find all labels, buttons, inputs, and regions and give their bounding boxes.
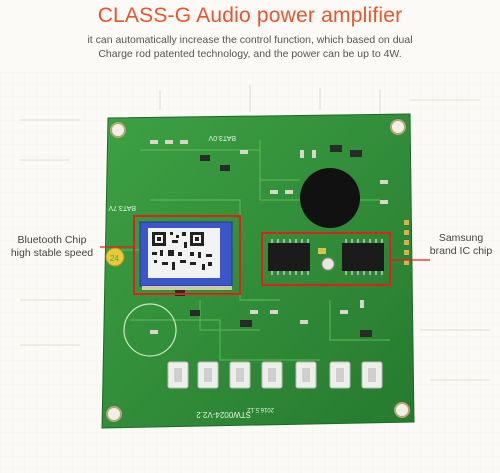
samsung-highlight-box <box>261 232 391 286</box>
bluetooth-callout-line-2: high stable speed <box>10 247 94 259</box>
samsung-callout-line-2: brand IC chip <box>429 245 493 257</box>
page-title: CLASS-G Audio power amplifier <box>97 4 403 27</box>
pcb-photo: 24 <box>0 70 500 473</box>
bluetooth-highlight-box <box>133 215 241 295</box>
description-line-2: Charge rod patented technology, and the … <box>98 48 402 60</box>
bluetooth-module <box>139 221 233 290</box>
board-model: STW0024-V2.2 <box>196 410 251 419</box>
description-line-1: it can automatically increase the contro… <box>87 34 413 46</box>
board-date: 2016.5.12 <box>247 406 274 412</box>
battery-label: BAT3.0V <box>208 134 236 141</box>
amplifier-chips <box>268 239 384 275</box>
button-row <box>167 361 383 389</box>
battery-label-2: BAT3.7V <box>108 204 136 211</box>
cob-chip <box>300 168 360 228</box>
samsung-callout: Samsung brand IC chip <box>422 232 500 258</box>
pcb-board: 24 <box>101 113 415 429</box>
bluetooth-callout: Bluetooth Chip high stable speed <box>2 234 102 260</box>
samsung-callout-line-1: Samsung <box>438 232 484 244</box>
description: it can automatically increase the contro… <box>40 33 460 61</box>
antenna-label: 24 <box>110 254 119 263</box>
bluetooth-callout-line-1: Bluetooth Chip <box>17 234 87 246</box>
